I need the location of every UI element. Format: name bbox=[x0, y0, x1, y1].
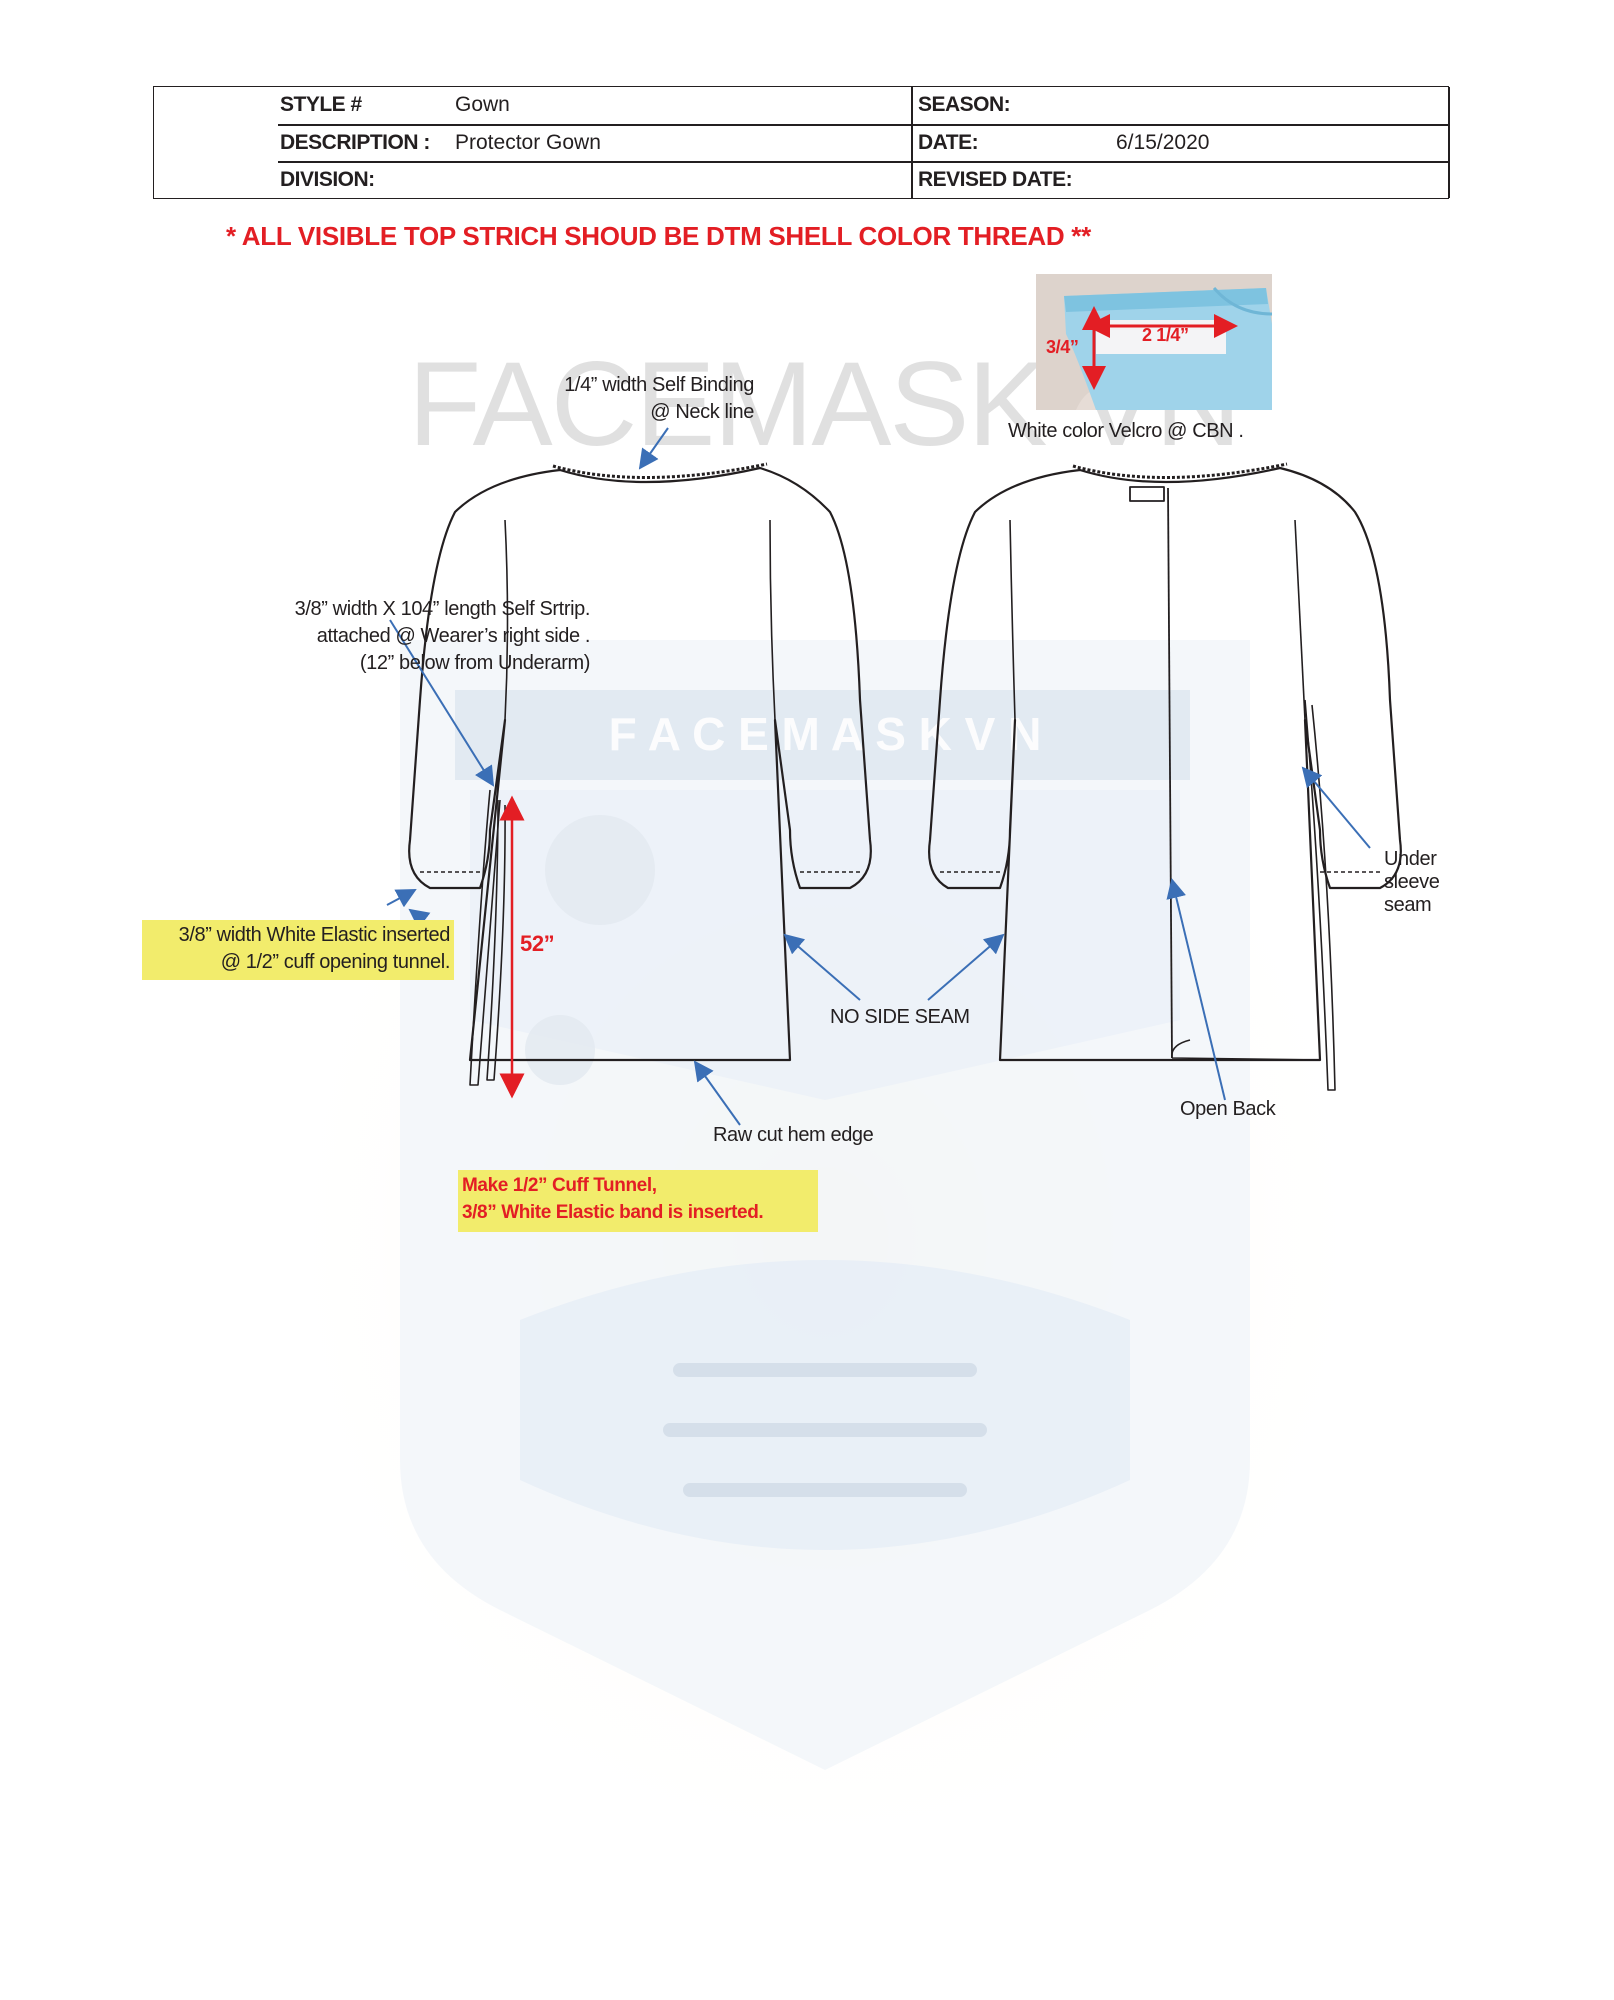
date-label: DATE: bbox=[918, 131, 979, 154]
season-label: SEASON: bbox=[918, 93, 1011, 116]
thread-warning: * ALL VISIBLE TOP STRICH SHOUD BE DTM SH… bbox=[226, 221, 1091, 251]
description-value: Protector Gown bbox=[455, 131, 601, 154]
length-label: 52” bbox=[520, 931, 555, 956]
date-value: 6/15/2020 bbox=[1116, 131, 1210, 154]
velcro-note: White color Velcro @ CBN . bbox=[1008, 420, 1244, 442]
description-label: DESCRIPTION : bbox=[280, 131, 430, 154]
elastic-note: 3/8” width White Elastic inserted @ 1/2”… bbox=[178, 924, 451, 973]
elastic-note-highlight bbox=[142, 920, 454, 980]
spec-table: STYLE # Gown DESCRIPTION : Protector Gow… bbox=[153, 86, 1450, 199]
watermark-logo-text: F A C E M A S K V N bbox=[609, 708, 1042, 760]
style-value: Gown bbox=[455, 93, 510, 116]
raw-hem-note: Raw cut hem edge bbox=[713, 1124, 874, 1146]
division-label: DIVISION: bbox=[280, 168, 375, 191]
style-label: STYLE # bbox=[280, 93, 362, 116]
open-back-note: Open Back bbox=[1180, 1098, 1276, 1120]
cuff-tunnel-note: Make 1/2” Cuff Tunnel, 3/8” White Elasti… bbox=[462, 1175, 764, 1223]
no-side-seam-note: NO SIDE SEAM bbox=[830, 1006, 970, 1028]
revised-date-label: REVISED DATE: bbox=[918, 168, 1073, 191]
self-strip-note: 3/8” width X 104” length Self Srtrip. at… bbox=[294, 598, 591, 674]
under-sleeve-note: Under sleeve seam bbox=[1384, 848, 1440, 916]
neck-binding-note: 1/4” width Self Binding @ Neck line bbox=[564, 374, 754, 423]
velcro-dimension-arrows bbox=[1082, 306, 1238, 390]
cuff-tunnel-highlight bbox=[458, 1170, 818, 1232]
velcro-width-label: 2 1/4” bbox=[1142, 325, 1189, 345]
velcro-height-label: 3/4” bbox=[1046, 337, 1079, 357]
